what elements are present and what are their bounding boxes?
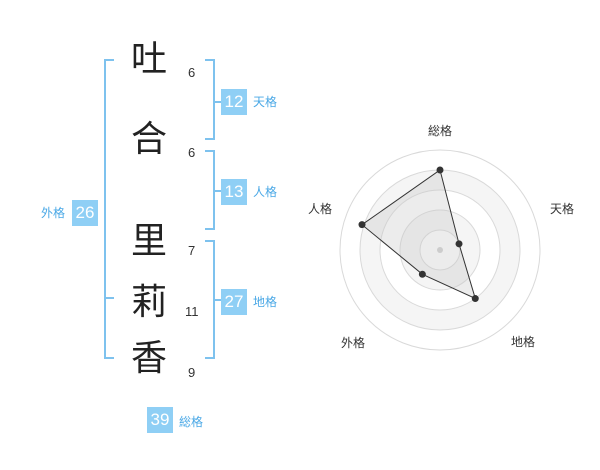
soukaku-label: 総格 <box>179 415 204 429</box>
name-char-1: 吐 <box>130 39 167 80</box>
gaikaku-bracket-upper <box>104 59 114 299</box>
gaikaku-bracket-lower <box>104 298 114 359</box>
radar-axis-label-jinkaku: 人格 <box>308 202 333 216</box>
radar-axis-label-soukaku: 総格 <box>428 124 453 138</box>
name-char-4: 莉 <box>130 282 167 323</box>
name-char-2: 合 <box>130 119 167 160</box>
tenkaku-connector <box>215 101 222 103</box>
jinkaku-value-badge: 13 <box>221 179 247 205</box>
stroke-count-5: 9 <box>188 365 196 380</box>
jinkaku-connector <box>215 190 222 192</box>
chikaku-label: 地格 <box>253 295 278 309</box>
chikaku-connector <box>215 299 222 301</box>
tenkaku-bracket <box>205 59 215 140</box>
name-char-3: 里 <box>130 221 167 262</box>
radar-point-5 <box>358 221 366 229</box>
tenkaku-value-badge: 12 <box>221 89 247 115</box>
tenkaku-label: 天格 <box>253 95 278 109</box>
gaikaku-label: 外格 <box>41 206 66 220</box>
chikaku-value-badge: 27 <box>221 289 247 315</box>
soukaku-value-badge: 39 <box>147 407 173 433</box>
radar-axis-label-tenkaku: 天格 <box>550 202 575 216</box>
radar-axis-label-gaikaku: 外格 <box>341 336 366 350</box>
stroke-count-1: 6 <box>188 65 196 80</box>
name-char-5: 香 <box>130 338 167 379</box>
stroke-count-3: 7 <box>188 243 196 258</box>
jinkaku-bracket <box>205 150 215 230</box>
radar-center-dot <box>437 247 443 253</box>
radar-point-2 <box>455 240 463 248</box>
stroke-count-4: 11 <box>185 304 199 319</box>
chikaku-bracket <box>205 240 215 359</box>
radar-axis-label-chikaku: 地格 <box>511 335 536 349</box>
gaikaku-value-badge: 26 <box>72 200 98 226</box>
jinkaku-label: 人格 <box>253 185 278 199</box>
radar-point-4 <box>418 270 426 278</box>
stroke-count-2: 6 <box>188 145 196 160</box>
radar-point-3 <box>471 295 479 303</box>
radar-series-area <box>361 169 477 300</box>
radar-point-1 <box>436 166 444 174</box>
